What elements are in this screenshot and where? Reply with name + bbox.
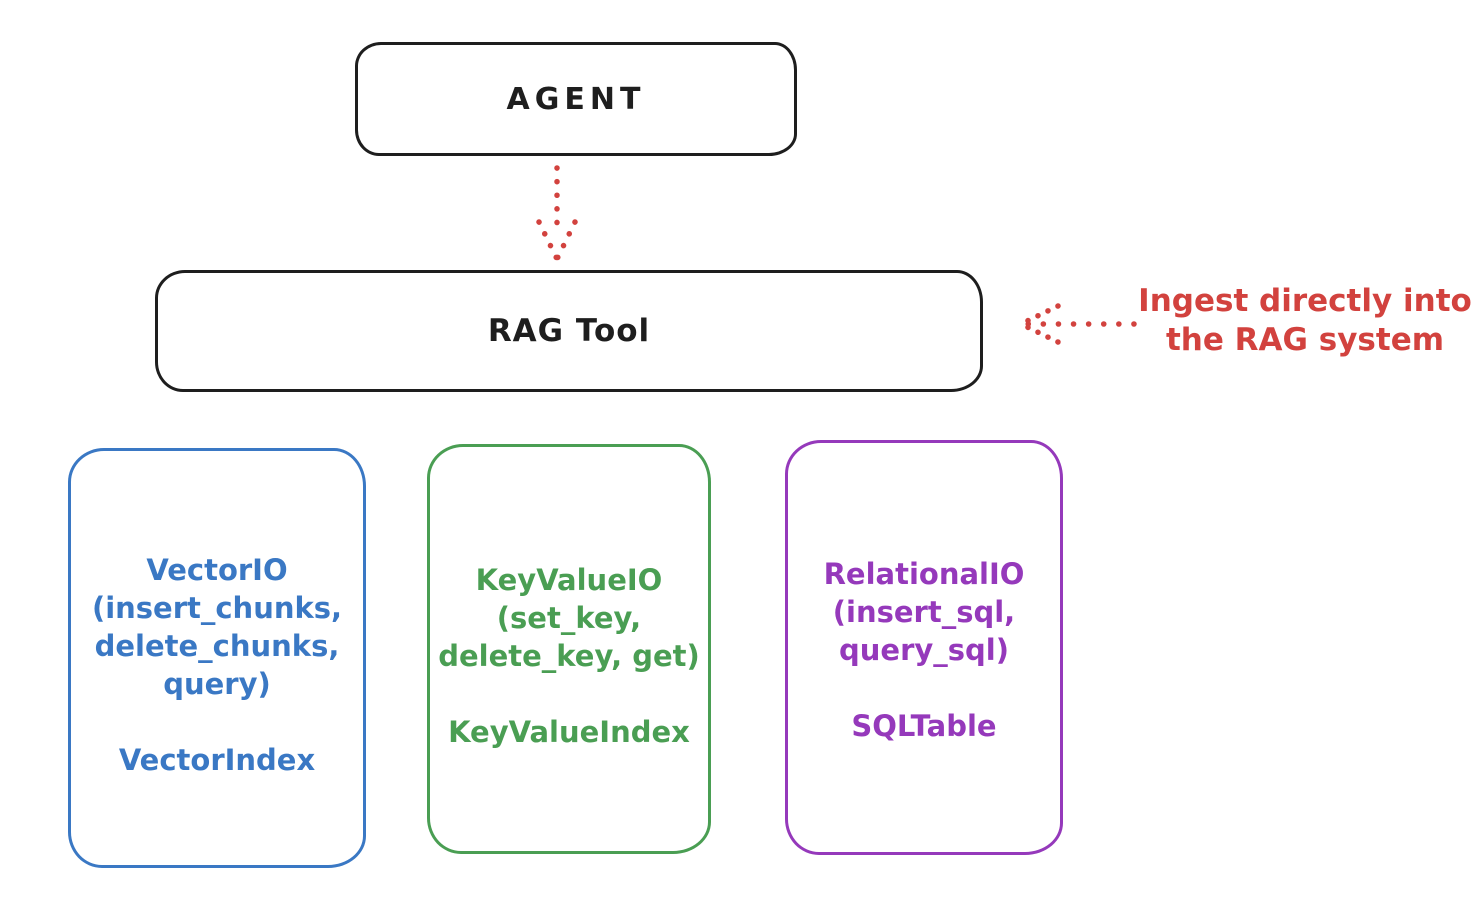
keyvalue-io-title: KeyValueIO xyxy=(475,563,663,597)
ingest-annotation-line2: the RAG system xyxy=(1165,322,1445,358)
ingest-annotation: Ingest directly into the RAG system xyxy=(1130,282,1480,360)
relational-io-title: RelationalIO xyxy=(823,557,1025,591)
down-arrow-icon xyxy=(529,162,585,270)
agent-node: AGENT xyxy=(355,42,797,156)
keyvalue-io-param-line: delete_key, get) xyxy=(438,639,700,673)
vector-io-title: VectorIO xyxy=(146,553,288,587)
vector-io-param-line: query) xyxy=(163,667,271,701)
rag-tool-node: RAG Tool xyxy=(155,270,983,392)
vector-io-index: VectorIndex xyxy=(118,743,316,777)
relational-io-node: RelationalIO (insert_sql, query_sql) SQL… xyxy=(785,440,1063,855)
keyvalue-io-node: KeyValueIO (set_key, delete_key, get) Ke… xyxy=(427,444,711,854)
keyvalue-io-param-line: (set_key, xyxy=(496,601,642,635)
agent-node-label: AGENT xyxy=(506,81,646,117)
relational-io-param-line: query_sql) xyxy=(839,633,1009,667)
rag-tool-node-label: RAG Tool xyxy=(487,313,651,349)
vector-io-param-line: (insert_chunks, xyxy=(91,591,343,625)
left-arrow-icon xyxy=(1014,298,1140,354)
ingest-annotation-line1: Ingest directly into xyxy=(1138,283,1472,319)
vector-io-param-line: delete_chunks, xyxy=(94,629,340,663)
relational-io-param-line: (insert_sql, xyxy=(832,595,1016,629)
relational-io-index: SQLTable xyxy=(851,709,997,743)
keyvalue-io-index: KeyValueIndex xyxy=(448,715,690,749)
vector-io-node: VectorIO (insert_chunks, delete_chunks, … xyxy=(68,448,366,868)
